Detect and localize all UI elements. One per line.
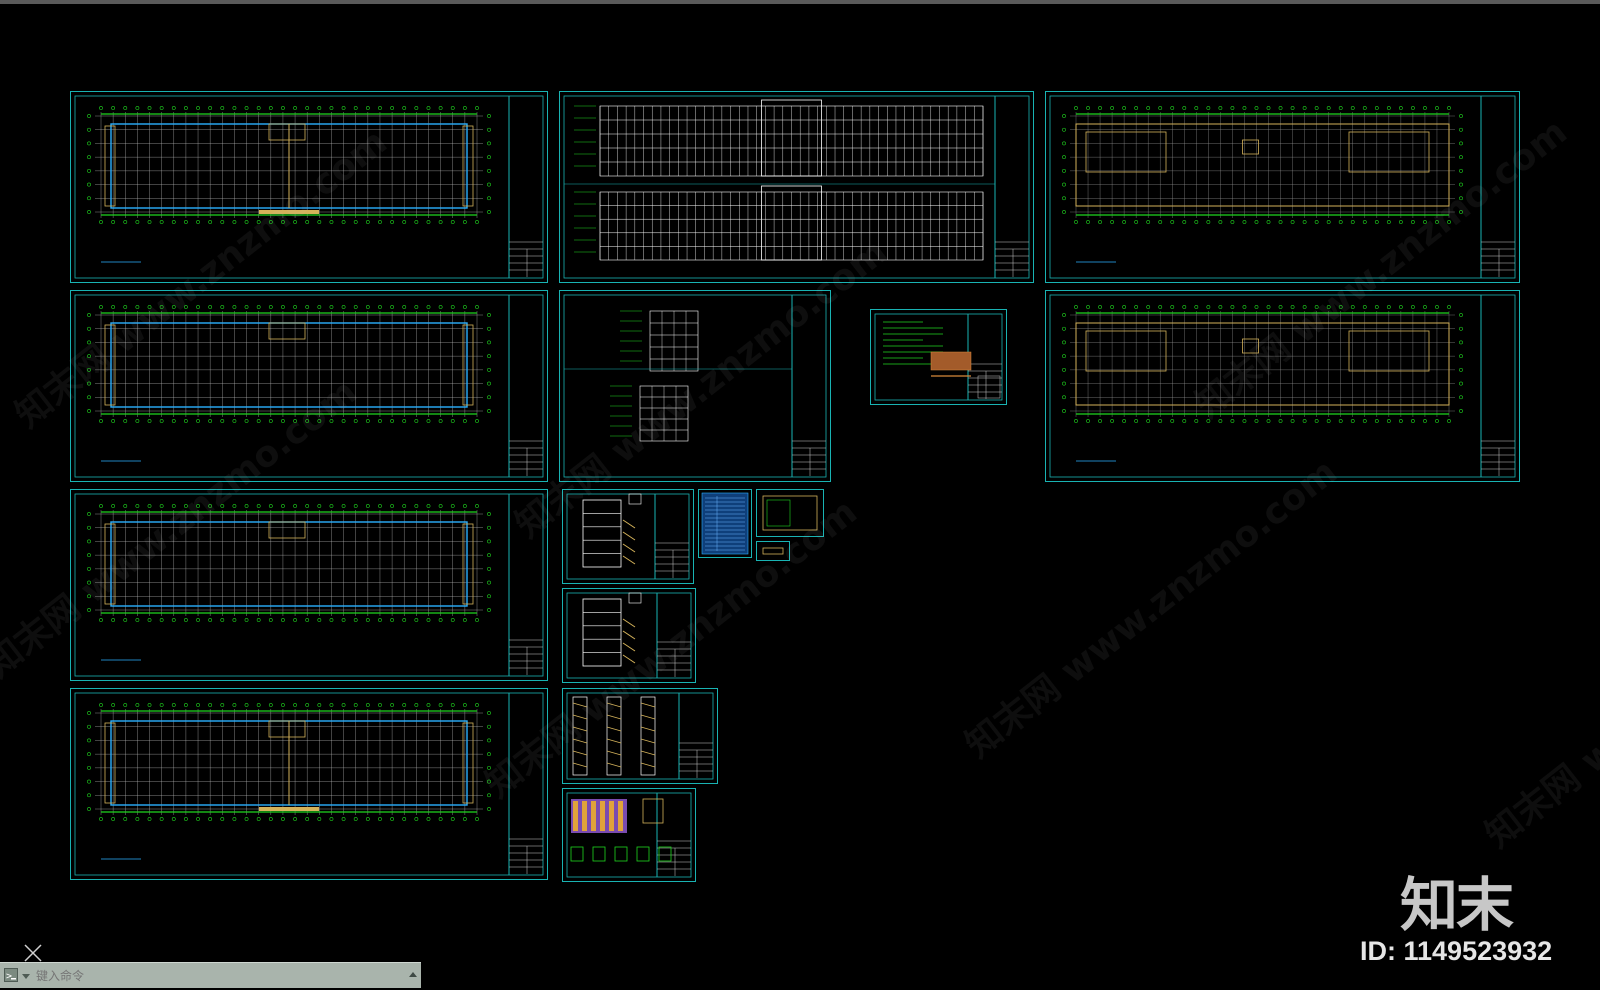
- sheet-drawing: [566, 692, 714, 780]
- command-history-dropdown-icon[interactable]: [22, 972, 30, 980]
- sheet-drawing: [566, 493, 690, 580]
- sheet-front-rear-elevations[interactable]: [559, 91, 1034, 283]
- sheet-stair-detail-small[interactable]: [756, 541, 790, 561]
- sheet-drawing: [563, 95, 1030, 279]
- sheet-drawing: [762, 495, 818, 531]
- command-input[interactable]: [34, 966, 406, 986]
- sheet-drawing: [762, 547, 784, 555]
- command-prompt-icon[interactable]: >: [4, 968, 18, 982]
- command-line-bar: >: [0, 962, 421, 988]
- sheet-third-floor-plan[interactable]: [70, 489, 548, 681]
- sheet-second-floor-plan[interactable]: [70, 290, 548, 482]
- sheet-wall-details[interactable]: [562, 688, 718, 784]
- watermark: 知末网 www.znzmo.com: [958, 451, 1345, 767]
- sheet-toilet-details[interactable]: [562, 788, 696, 882]
- sheet-top-floor-plan[interactable]: [1045, 290, 1520, 482]
- sheet-drawing: [74, 692, 544, 876]
- sheet-fourth-floor-plan[interactable]: [70, 688, 548, 880]
- sheet-drawing: [563, 294, 827, 478]
- asset-id-label: ID: 1149523932: [1360, 936, 1553, 966]
- sheet-drawing: [74, 493, 544, 677]
- svg-text:>: >: [6, 971, 12, 982]
- watermark: 知末网 www.znzmo.com: [1478, 541, 1600, 857]
- sheet-drawing: [74, 294, 544, 478]
- window-top-border: [0, 0, 1600, 4]
- sheet-drawing: [1049, 95, 1516, 279]
- sheet-drawing: [1049, 294, 1516, 478]
- sheet-section-2[interactable]: [562, 588, 696, 683]
- sheet-first-floor-plan[interactable]: [70, 91, 548, 283]
- sheet-door-window-schedule[interactable]: [698, 489, 752, 558]
- ucs-close-icon[interactable]: [22, 942, 44, 964]
- chevron-up-icon[interactable]: [408, 970, 418, 980]
- sheet-section-1[interactable]: [562, 489, 694, 584]
- sheet-drawing: [566, 792, 692, 878]
- sheet-drawing: [566, 592, 692, 679]
- sheet-roof-plan[interactable]: [1045, 91, 1520, 283]
- sheet-design-notes[interactable]: [870, 309, 1007, 405]
- sheet-drawing: [74, 95, 544, 279]
- sheet-side-elevations[interactable]: [559, 290, 831, 482]
- sheet-drawing: [874, 313, 1003, 401]
- sheet-drawing: [701, 492, 749, 555]
- brand-logo: 知末: [1400, 871, 1514, 939]
- sheet-stair-detail[interactable]: [756, 489, 824, 537]
